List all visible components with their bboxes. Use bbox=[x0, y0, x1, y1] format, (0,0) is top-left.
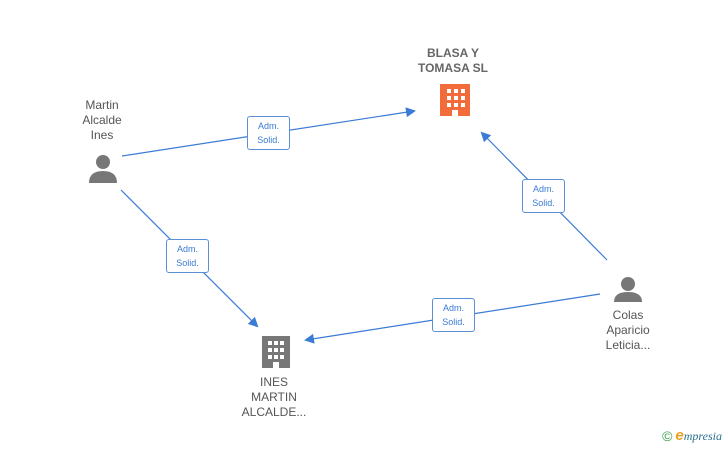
edge-label: Adm. Solid. bbox=[247, 116, 290, 150]
brand-logo: empresia bbox=[675, 427, 722, 444]
person-icon[interactable] bbox=[89, 155, 117, 183]
node-label-colas[interactable]: Colas Aparicio Leticia... bbox=[605, 308, 651, 352]
node-label-ines-company[interactable]: INES MARTIN ALCALDE... bbox=[241, 375, 307, 419]
copyright-symbol: © bbox=[662, 427, 673, 444]
node-label-martin[interactable]: Martin Alcalde Ines bbox=[82, 98, 122, 142]
edge-label: Adm. Solid. bbox=[166, 239, 209, 273]
edge-label: Adm. Solid. bbox=[432, 298, 475, 332]
person-icon[interactable] bbox=[614, 277, 642, 302]
watermark: © empresia bbox=[662, 427, 722, 444]
edge-label: Adm. Solid. bbox=[522, 179, 565, 213]
building-icon[interactable] bbox=[262, 336, 290, 368]
node-label-blasa[interactable]: BLASA Y TOMASA SL bbox=[417, 46, 488, 75]
building-icon[interactable] bbox=[440, 84, 470, 116]
